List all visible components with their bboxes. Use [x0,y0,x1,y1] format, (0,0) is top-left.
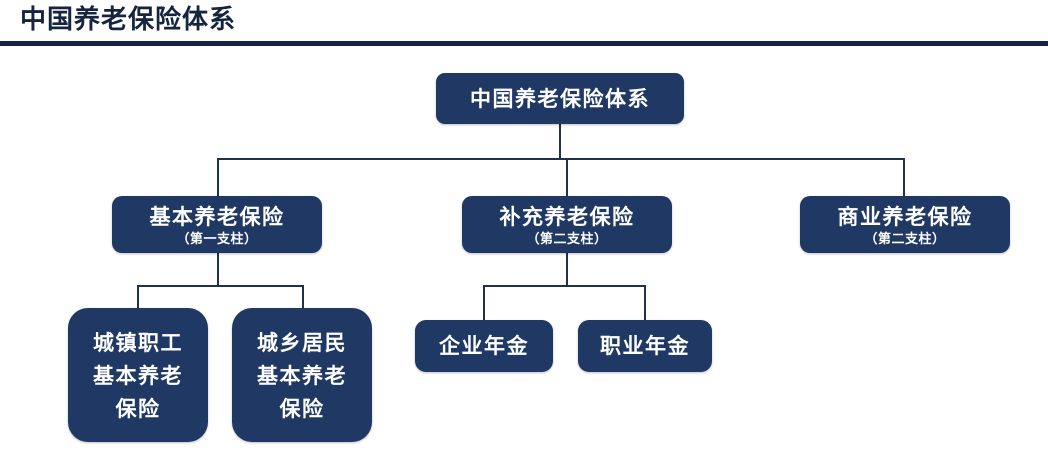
connector-pillar-bus [217,158,904,160]
connector-drop-leaf-urban-employee [137,285,139,308]
node-leaf-urban-employee-line2: 基本养老 [93,362,183,388]
connector-drop-pillar-2 [566,158,568,196]
node-pillar-commercial-pension-sublabel: （第二支柱） [864,231,946,247]
node-pillar-supplementary-pension-sublabel: （第二支柱） [526,231,608,247]
node-leaf-urban-employee-basic-pension[interactable]: 城镇职工 基本养老 保险 [68,308,208,442]
connector-drop-leaf-enterprise-annuity [483,285,485,320]
connector-pillar2-stem [566,253,568,285]
node-root[interactable]: 中国养老保险体系 [436,73,684,124]
node-leaf-urban-rural-line1: 城乡居民 [257,329,347,355]
connector-drop-leaf-urban-rural [302,285,304,308]
node-leaf-urban-rural-line3: 保险 [279,395,325,421]
title-divider [0,41,1048,46]
node-root-label: 中国养老保险体系 [470,85,650,111]
page-title: 中国养老保险体系 [20,5,237,35]
node-leaf-urban-rural-resident-basic-pension[interactable]: 城乡居民 基本养老 保险 [232,308,372,442]
connector-drop-pillar-3 [903,158,905,196]
node-leaf-occupational-annuity[interactable]: 职业年金 [578,320,712,372]
node-pillar-supplementary-pension[interactable]: 补充养老保险 （第二支柱） [462,196,672,253]
connector-pillar2-bus [483,285,646,287]
org-chart-diagram: 中国养老保险体系 基本养老保险 （第一支柱） 补充养老保险 （第二支柱） 商业养… [0,46,1048,454]
node-leaf-enterprise-annuity-label: 企业年金 [439,333,529,358]
node-leaf-urban-employee-line1: 城镇职工 [93,329,183,355]
connector-root-stem [559,124,561,158]
connector-drop-pillar-1 [217,158,219,196]
connector-drop-leaf-occupational-annuity [644,285,646,320]
connector-pillar1-stem [217,253,219,285]
node-leaf-urban-rural-line2: 基本养老 [257,362,347,388]
connector-pillar1-bus [137,285,304,287]
page-header: 中国养老保险体系 [0,0,1048,46]
node-pillar-basic-pension-sublabel: （第一支柱） [176,231,258,247]
node-pillar-commercial-pension[interactable]: 商业养老保险 （第二支柱） [800,196,1010,253]
node-pillar-supplementary-pension-label: 补充养老保险 [499,203,635,229]
node-leaf-urban-employee-line3: 保险 [115,395,161,421]
node-pillar-basic-pension[interactable]: 基本养老保险 （第一支柱） [112,196,322,253]
node-pillar-commercial-pension-label: 商业养老保险 [837,203,973,229]
node-leaf-occupational-annuity-label: 职业年金 [600,333,690,358]
node-pillar-basic-pension-label: 基本养老保险 [149,203,285,229]
node-leaf-enterprise-annuity[interactable]: 企业年金 [415,320,553,372]
